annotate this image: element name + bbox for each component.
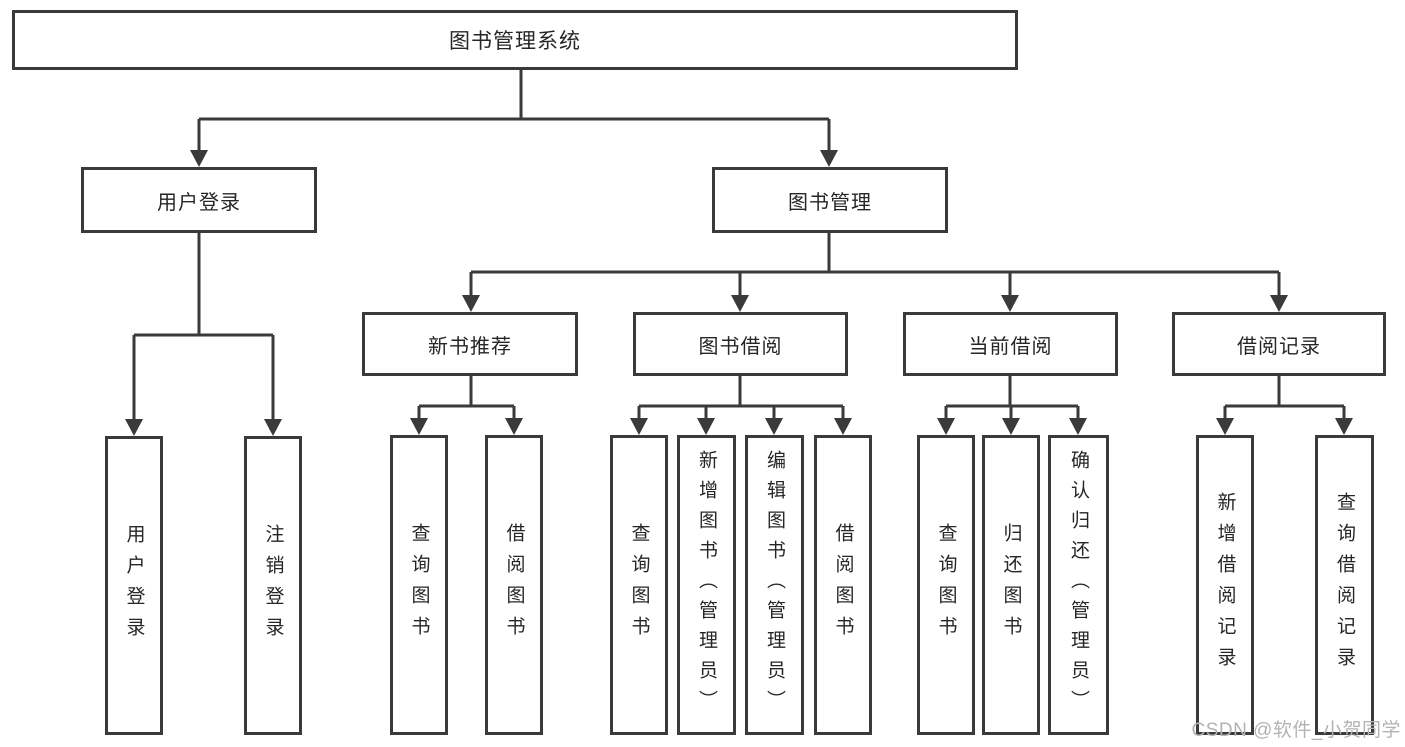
leaf-logout-label: 注销登录 xyxy=(262,523,284,648)
leaf-br-add-record-label: 新增借阅记录 xyxy=(1214,492,1236,678)
leaf-bb-borrow-book-label: 借阅图书 xyxy=(832,523,854,647)
leaf-cb-query-book-label: 查询图书 xyxy=(935,523,957,647)
leaf-nbr-borrow-book: 借阅图书 xyxy=(485,435,543,735)
csdn-watermark: CSDN @软件_小贺同学 xyxy=(1191,720,1401,741)
leaf-bb-query-book-label: 查询图书 xyxy=(628,523,650,647)
connector-book-borrow-children xyxy=(630,376,852,435)
node-new-book-recommend: 新书推荐 xyxy=(362,312,578,376)
leaf-bb-edit-book-label: 编辑图书（管理员） xyxy=(764,450,785,720)
node-book-management-label: 图书管理 xyxy=(788,191,872,214)
leaf-logout: 注销登录 xyxy=(244,436,302,735)
leaf-br-query-record: 查询借阅记录 xyxy=(1315,435,1374,735)
leaf-nbr-borrow-book-label: 借阅图书 xyxy=(503,523,525,647)
connector-book-management-children xyxy=(462,233,1288,312)
leaf-bb-add-book-label: 新增图书（管理员） xyxy=(696,450,717,720)
node-user-login-label: 用户登录 xyxy=(157,191,241,214)
leaf-user-login-label: 用户登录 xyxy=(123,523,145,648)
leaf-nbr-query-book: 查询图书 xyxy=(390,435,448,735)
leaf-user-login: 用户登录 xyxy=(105,436,163,735)
leaf-nbr-query-book-label: 查询图书 xyxy=(408,523,430,647)
node-root-system: 图书管理系统 xyxy=(12,10,1018,70)
leaf-cb-query-book: 查询图书 xyxy=(917,435,975,735)
connector-current-borrow-children xyxy=(937,376,1087,435)
leaf-cb-return-book: 归还图书 xyxy=(982,435,1040,735)
leaf-br-query-record-label: 查询借阅记录 xyxy=(1334,492,1355,678)
leaf-cb-confirm-return-label: 确认归还（管理员） xyxy=(1068,450,1089,720)
node-new-book-recommend-label: 新书推荐 xyxy=(428,335,512,358)
node-current-borrow: 当前借阅 xyxy=(903,312,1118,376)
node-book-borrow-label: 图书借阅 xyxy=(698,335,783,358)
node-current-borrow-label: 当前借阅 xyxy=(968,335,1053,358)
leaf-bb-borrow-book: 借阅图书 xyxy=(814,435,872,735)
connector-borrow-record-children xyxy=(1216,376,1353,435)
node-borrow-record-label: 借阅记录 xyxy=(1237,335,1321,358)
node-book-management: 图书管理 xyxy=(712,167,948,233)
connector-new-book-recommend-children xyxy=(410,376,523,435)
leaf-br-add-record: 新增借阅记录 xyxy=(1196,435,1254,735)
node-root-system-label: 图书管理系统 xyxy=(449,30,581,53)
leaf-bb-add-book: 新增图书（管理员） xyxy=(677,435,736,735)
leaf-cb-confirm-return: 确认归还（管理员） xyxy=(1048,435,1109,735)
leaf-cb-return-book-label: 归还图书 xyxy=(1000,523,1022,647)
connector-user-login-children xyxy=(125,233,282,436)
node-book-borrow: 图书借阅 xyxy=(633,312,848,376)
leaf-bb-edit-book: 编辑图书（管理员） xyxy=(745,435,804,735)
node-borrow-record: 借阅记录 xyxy=(1172,312,1386,376)
connector-root-to-level2 xyxy=(190,70,838,167)
leaf-bb-query-book: 查询图书 xyxy=(610,435,668,735)
node-user-login: 用户登录 xyxy=(81,167,317,233)
